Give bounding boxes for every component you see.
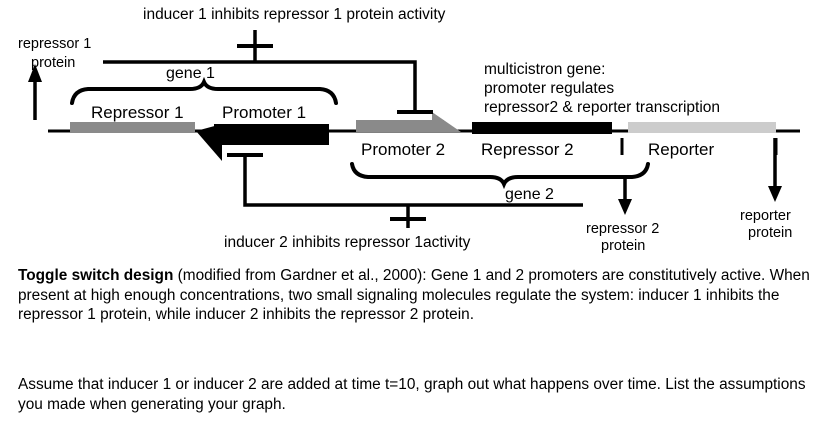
annotation-inducer-1: inducer 1 inhibits repressor 1 protein a… [143, 6, 446, 23]
label-repressor-1-protein-line-1: repressor 1 [18, 36, 91, 52]
repressor-2-regulation-line [243, 155, 583, 207]
promoter-2-block [356, 120, 444, 132]
gene-1-brace [70, 76, 338, 105]
caption-body-1: (modified from Gardner et al., 2000): Ge… [18, 267, 810, 324]
label-reporter-protein-line-1: reporter [740, 208, 791, 224]
repressor-1-protein-arrowhead-icon [28, 64, 42, 82]
gene-2-brace [350, 162, 650, 190]
repressor-2-protein-arrowhead-icon [618, 199, 632, 215]
label-reporter: Reporter [648, 140, 714, 159]
label-promoter-2: Promoter 2 [361, 140, 445, 159]
caption-paragraph-1: Toggle switch design (modified from Gard… [18, 266, 830, 325]
label-repressor-1: Repressor 1 [91, 103, 184, 122]
label-promoter-1: Promoter 1 [222, 103, 306, 122]
label-reporter-protein-line-2: protein [748, 225, 792, 241]
label-repressor-2-protein-line-2: protein [601, 238, 645, 254]
annotation-inducer-2: inducer 2 inhibits repressor 1activity [224, 234, 471, 251]
label-repressor-1-protein-line-2: protein [31, 55, 75, 71]
promoter-2-arrowhead-icon [432, 112, 461, 132]
caption-paragraph-2: Assume that inducer 1 or inducer 2 are a… [18, 376, 806, 413]
annotation-multicistron-line-2: promoter regulates [484, 80, 614, 97]
annotation-multicistron-line-3: repressor2 & reporter transcription [484, 99, 720, 116]
reporter-protein-arrowhead-icon [768, 186, 782, 202]
repressor-1-block [70, 122, 195, 133]
label-repressor-2-protein-line-1: repressor 2 [586, 221, 659, 237]
annotation-multicistron-line-1: multicistron gene: [484, 61, 605, 78]
promoter-1-arrowhead-icon [196, 124, 222, 161]
repressor-2-block [472, 122, 612, 134]
reporter-block [628, 122, 776, 133]
repressor-1-regulation-line [103, 60, 417, 112]
caption-title: Toggle switch design [18, 267, 174, 284]
promoter-1-block [214, 124, 329, 145]
label-repressor-2: Repressor 2 [481, 140, 574, 159]
label-gene-2: gene 2 [505, 186, 554, 203]
label-gene-1: gene 1 [166, 65, 215, 82]
